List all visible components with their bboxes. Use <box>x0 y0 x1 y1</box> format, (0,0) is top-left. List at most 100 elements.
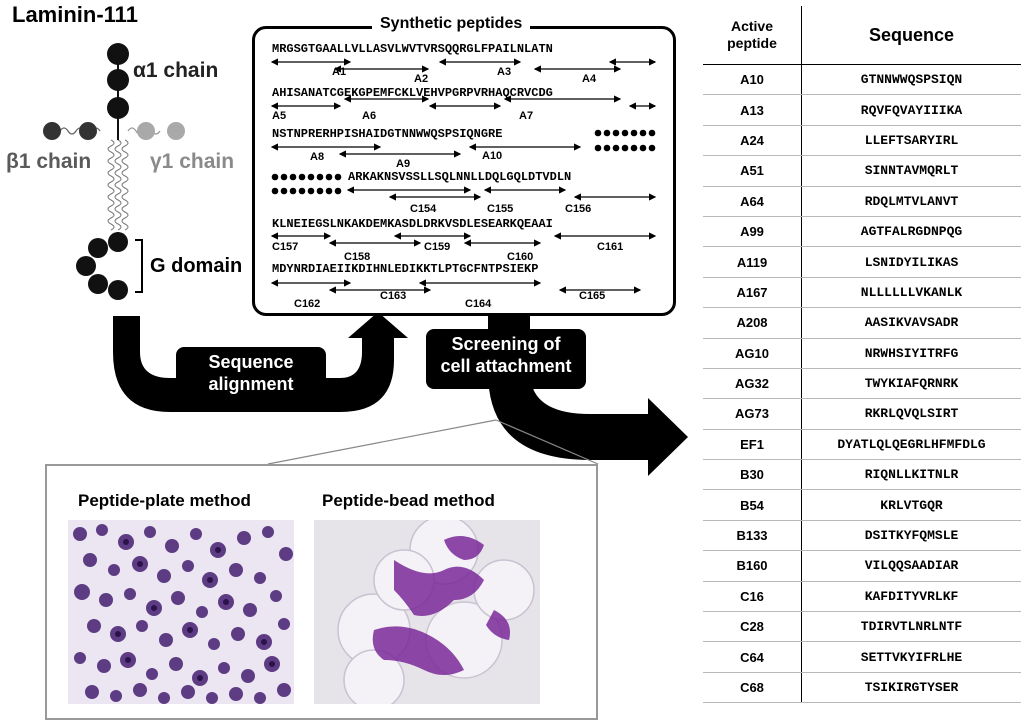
peptide-cell: AG32 <box>703 368 802 400</box>
peptide-bead-title: Peptide-bead method <box>322 491 495 510</box>
sequence-cell: DSITKYFQMSLE <box>801 520 1021 552</box>
fragment-label-a3: A3 <box>497 66 512 78</box>
peptide-cell: C64 <box>703 641 802 673</box>
fragment-label-c155: C155 <box>487 203 514 215</box>
fragment-label-c163: C163 <box>380 290 407 302</box>
header-line-2: peptide <box>727 35 777 51</box>
sequence-alignment-label: Sequence alignment <box>176 347 326 407</box>
sequence-cell: AASIKVAVSADR <box>801 307 1021 339</box>
peptide-cell: AG10 <box>703 338 802 369</box>
peptide-cell: A24 <box>703 125 802 157</box>
peptide-plate-title: Peptide-plate method <box>78 491 251 510</box>
sequence-line-1: MRGSGTGAALLVLLASVLWVTVRSQQRGLFPAILNLATN <box>272 42 553 56</box>
laminin-title: Laminin-111 <box>12 2 138 27</box>
sequence-cell: TSIKIRGTYSER <box>801 672 1021 704</box>
fragment-label-c161: C161 <box>597 241 624 253</box>
sequence-cell: RKRLQVQLSIRT <box>801 398 1021 430</box>
fragment-label-a6: A6 <box>362 110 377 122</box>
sequence-cell: SETTVKYIFRLHE <box>801 641 1021 673</box>
synthetic-peptides-box <box>252 26 676 316</box>
sequence-cell: AGTFALRGDNPQG <box>801 216 1021 248</box>
peptide-cell: AG73 <box>703 398 802 430</box>
alignment-line-2: alignment <box>208 374 294 394</box>
sequence-cell: RIQNLLKITNLR <box>801 459 1021 491</box>
fragment-label-a10: A10 <box>482 150 503 162</box>
peptide-cell: C28 <box>703 611 802 643</box>
fragment-label-c157: C157 <box>272 241 299 253</box>
sequence-cell: DYATLQLQEGRLHFMFDLG <box>801 429 1021 461</box>
laminin-diagram <box>43 43 185 300</box>
fragment-label-c164: C164 <box>465 298 492 310</box>
fragment-label-a2: A2 <box>414 73 429 85</box>
beta-chain-label: β1 chain <box>6 150 92 173</box>
fragment-label-c160: C160 <box>507 251 534 263</box>
screening-arrow <box>488 316 688 476</box>
peptide-cell: EF1 <box>703 429 802 461</box>
header-sequence: Sequence <box>868 24 955 45</box>
screening-line-2: cell attachment <box>440 356 572 376</box>
sequence-cell: KRLVTGQR <box>801 489 1021 521</box>
fragment-label-a4: A4 <box>582 73 597 85</box>
peptide-cell: B54 <box>703 489 802 521</box>
sequence-cell: KAFDITYVRLKF <box>801 581 1021 613</box>
sequence-line-5: KLNEIEGSLNKAKDEMKASDLDRKVSDLESEARKQEAAI <box>272 217 553 231</box>
fragment-label-c162: C162 <box>294 298 321 310</box>
peptide-cell: C16 <box>703 581 802 613</box>
sequence-cell: TWYKIAFQRNRK <box>801 368 1021 400</box>
sequence-cell: TDIRVTLNRLNTF <box>801 611 1021 643</box>
gamma-chain-label: γ1 chain <box>150 150 235 173</box>
sequence-cell: RQVFQVAYIIIKA <box>801 94 1021 126</box>
peptide-cell: A208 <box>703 307 802 339</box>
sequence-line-2: AHISANATCGEKGPEMFCKLVEHVPGRPVRHAQCRVCDG <box>272 86 553 100</box>
peptide-cell: A10 <box>703 64 802 96</box>
sequence-cell: NLLLLLLVKANLK <box>801 277 1021 309</box>
sequence-cell: LLEFTSARYIRL <box>801 125 1021 157</box>
fragment-label-a5: A5 <box>272 110 287 122</box>
peptide-cell: B160 <box>703 550 802 582</box>
screening-line-1: Screening of <box>451 334 561 354</box>
sequence-cell: LSNIDYILIKAS <box>801 246 1021 278</box>
sequence-continuation-dots <box>271 129 656 195</box>
fragment-arrows <box>270 58 657 294</box>
sequence-cell: GTNNWWQSPSIQN <box>801 64 1021 96</box>
synthetic-peptides-title: Synthetic peptides <box>372 15 531 33</box>
peptide-cell: A99 <box>703 216 802 248</box>
header-line-1: Active <box>730 18 774 34</box>
fragment-label-c156: C156 <box>565 203 592 215</box>
fragment-label-a9: A9 <box>396 158 411 170</box>
alpha-chain-label: α1 chain <box>133 59 219 82</box>
header-active-peptide: Active peptide <box>703 6 802 65</box>
fragment-label-a8: A8 <box>310 151 325 163</box>
peptide-cell: A51 <box>703 155 802 187</box>
peptide-cell: B30 <box>703 459 802 491</box>
peptide-plate-image <box>68 520 294 704</box>
fragment-label-c159: C159 <box>424 241 451 253</box>
screening-label: Screening of cell attachment <box>426 329 586 389</box>
sequence-line-3: NSTNPRERHPISHAIDGTNNWWQSPSIQNGRE <box>272 127 503 141</box>
peptide-cell: A13 <box>703 94 802 126</box>
fragment-label-c165: C165 <box>579 290 606 302</box>
fragment-label-c154: C154 <box>410 203 437 215</box>
sequence-cell: VILQQSAADIAR <box>801 550 1021 582</box>
alignment-line-1: Sequence <box>208 352 294 372</box>
sequence-cell: NRWHSIYITRFG <box>801 338 1021 369</box>
peptide-cell: A119 <box>703 246 802 278</box>
peptide-cell: A167 <box>703 277 802 309</box>
fragment-label-a1: A1 <box>332 66 347 78</box>
